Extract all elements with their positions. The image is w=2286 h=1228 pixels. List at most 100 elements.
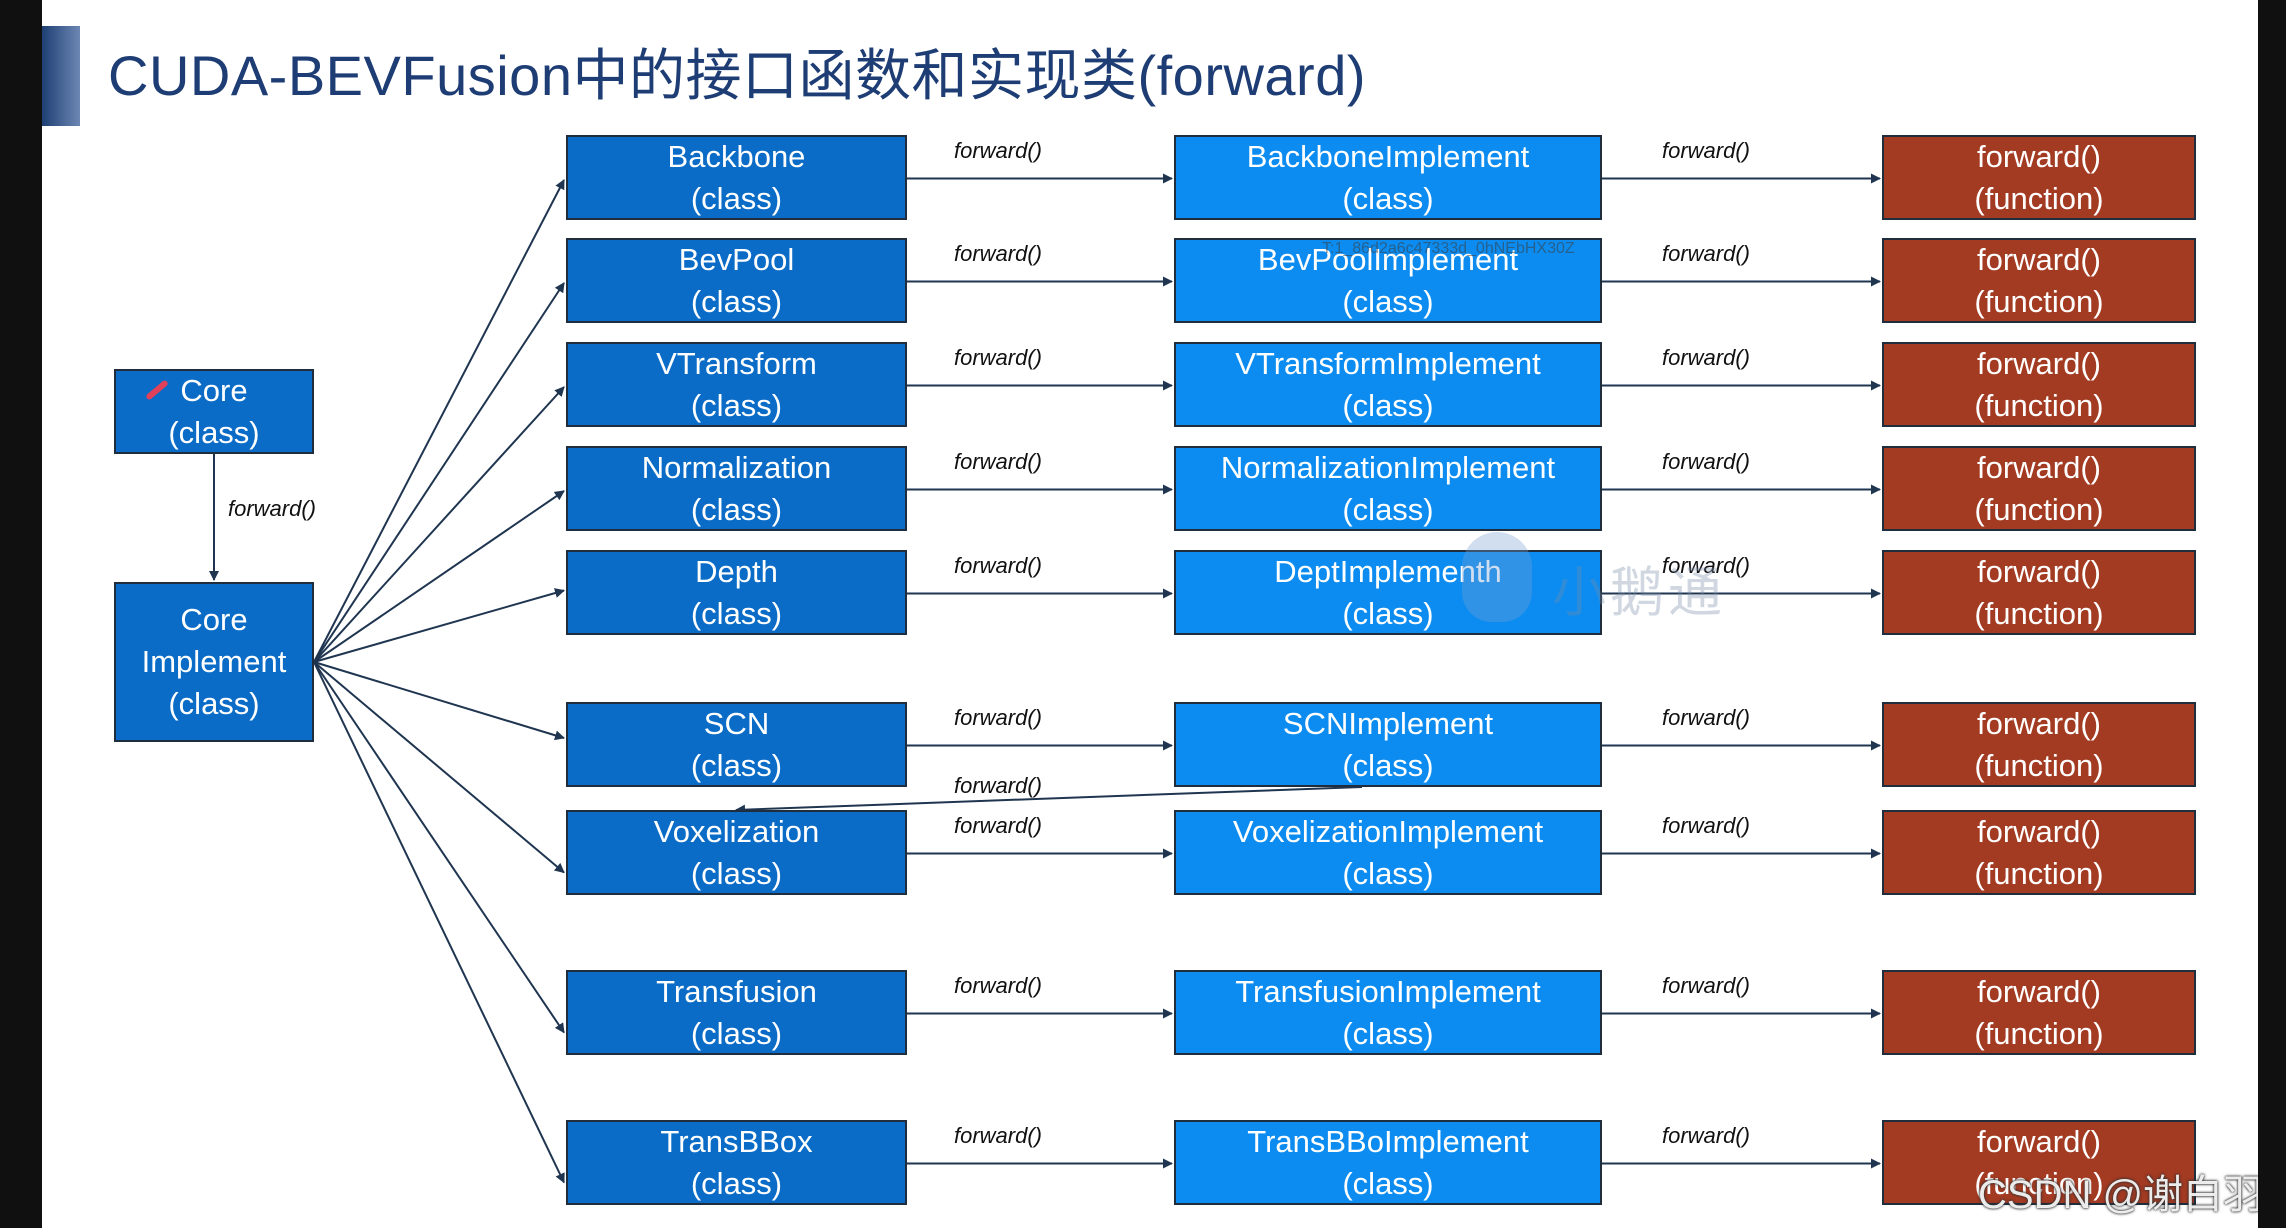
backbone-class-name: Backbone [667,138,806,174]
edge-core-implement-to-voxelization [313,661,565,874]
transbbox-implement-name: TransBBoImplement [1247,1123,1529,1159]
transfusion-function-kind: (function) [1974,1015,2104,1051]
bevpool-class-node: BevPool (class) [566,238,907,323]
transbbox-class-node: TransBBox (class) [566,1120,907,1205]
backbone-implement-kind: (class) [1342,180,1434,216]
bevpool-implement-name: BevPoolImplement [1257,241,1519,277]
normalization-edge-label-2: forward() [1662,449,1751,474]
bevpool-class-kind: (class) [690,283,783,319]
normalization-implement-kind: (class) [1342,491,1434,527]
transbbox-implement-kind: (class) [1342,1165,1434,1201]
transfusion-edge-label-1: forward() [954,973,1043,998]
transbbox-class-kind: (class) [690,1165,783,1201]
transfusion-function-name: forward() [1976,973,2101,1009]
vtransform-class-node: VTransform (class) [566,342,907,427]
depth-class-kind: (class) [690,595,783,631]
vtransform-edge-label-2: forward() [1662,345,1751,370]
backbone-edge-label-1: forward() [954,138,1043,163]
transfusion-class-name: Transfusion [656,973,817,1009]
voxelization-function-name: forward() [1976,813,2101,849]
voxelization-function-kind: (function) [1974,855,2104,891]
transfusion-class-kind: (class) [690,1015,783,1051]
backbone-function-node: forward() (function) [1882,135,2196,220]
backbone-implement-name: BackboneImplement [1246,138,1530,174]
backbone-class-kind: (class) [690,180,783,216]
edge-core-implement-to-bevpool [313,282,565,663]
normalization-implement-name: NormalizationImplement [1220,449,1556,485]
bevpool-implement-kind: (class) [1342,283,1434,319]
left-frame-border [0,0,42,1228]
depth-edge-label-1: forward() [954,553,1043,578]
scn-class-node: SCN(class) [566,702,907,787]
vtransform-class-kind: (class) [690,387,783,423]
depth-implement-node: DeptImplementh(class) [1174,550,1602,635]
voxelization-implement-kind: (class) [1342,855,1434,891]
feedback-edge-label: forward() [954,773,1043,798]
transbbox-class-name: TransBBox [660,1123,813,1159]
edge-core-implement-to-vtransform [313,386,565,663]
vtransform-implement-kind: (class) [1342,387,1434,423]
transfusion-implement-node: TransfusionImplement(class) [1174,970,1602,1055]
vtransform-class-name: VTransform [656,345,817,381]
slide-canvas: CUDA-BEVFusion中的接口函数和实现类(forward) Core (… [42,0,2258,1228]
scn-implement-kind: (class) [1342,747,1434,783]
scn-implement-node: SCNImplement(class) [1174,702,1602,787]
transfusion-edge-label-2: forward() [1662,973,1751,998]
core-edge-label: forward() [228,496,317,521]
voxelization-edge-label-1: forward() [954,813,1043,838]
scn-edge-label-1: forward() [954,705,1043,730]
vtransform-edge-label-1: forward() [954,345,1043,370]
core-implement-node: Core Implement (class) [114,582,314,742]
voxelization-class-name: Voxelization [653,813,820,849]
edge-core-implement-to-scn [313,661,565,741]
right-frame-border [2258,0,2286,1228]
depth-function-node: forward()(function) [1882,550,2196,635]
voxelization-edge-label-2: forward() [1662,813,1751,838]
voxelization-implement-name: VoxelizationImplement [1232,813,1544,849]
voxelization-implement-node: VoxelizationImplement (class) [1174,810,1602,895]
backbone-class-node: Backbone (class) [566,135,907,220]
transfusion-implement-name: TransfusionImplement [1235,973,1541,1009]
transfusion-class-node: Transfusion (class) [566,970,907,1055]
vtransform-function-name: forward() [1976,345,2101,381]
bevpool-function-node: forward() (function) [1882,238,2196,323]
normalization-function-name: forward() [1976,449,2101,485]
core-impl-line1: Core [180,602,248,637]
normalization-edge-label-1: forward() [954,449,1043,474]
normalization-class-node: Normalization(class) [566,446,907,531]
bevpool-function-kind: (function) [1974,283,2104,319]
scn-function-name: forward() [1976,705,2101,741]
depth-function-name: forward() [1976,553,2101,589]
slide-title: CUDA-BEVFusion中的接口函数和实现类(forward) [108,44,1366,107]
pen-cursor-icon [145,379,169,401]
backbone-function-kind: (function) [1974,180,2104,216]
core-kind: (class) [168,414,260,450]
core-impl-kind: (class) [168,686,260,721]
scn-class-name: SCN [703,705,770,741]
scn-edge-label-2: forward() [1662,705,1751,730]
transbbox-implement-node: TransBBoImplement (class) [1174,1120,1602,1205]
scn-function-kind: (function) [1974,747,2104,783]
title-accent-bar [42,26,80,126]
bevpool-class-name: BevPool [678,241,795,277]
backbone-edge-label-2: forward() [1662,138,1751,163]
depth-edge-label-2: forward() [1662,553,1751,578]
backbone-function-name: forward() [1976,138,2101,174]
scn-function-node: forward() (function) [1882,702,2196,787]
transbbox-edge-label-2: forward() [1662,1123,1751,1148]
bevpool-edge-label-1: forward() [954,241,1043,266]
vtransform-implement-node: VTransformImplement(class) [1174,342,1602,427]
bevpool-function-name: forward() [1976,241,2101,277]
credit-text: CSDN @谢白羽 [1978,1173,2258,1217]
depth-implement-kind: (class) [1342,595,1434,631]
diagram-edges [209,173,1881,1184]
watermark-text: 小鹅通 [1552,563,1726,623]
transbbox-function-name: forward() [1976,1123,2101,1159]
voxelization-class-node: Voxelization(class) [566,810,907,895]
transbbox-function-node: forward()(function) [1882,1120,2196,1205]
core-class-node: Core (class) [114,369,314,454]
edge-scn-implement-to-voxelization [735,786,1363,815]
normalization-function-kind: (function) [1974,491,2104,527]
core-name: Core [180,372,248,408]
voxelization-function-node: forward() (function) [1882,810,2196,895]
